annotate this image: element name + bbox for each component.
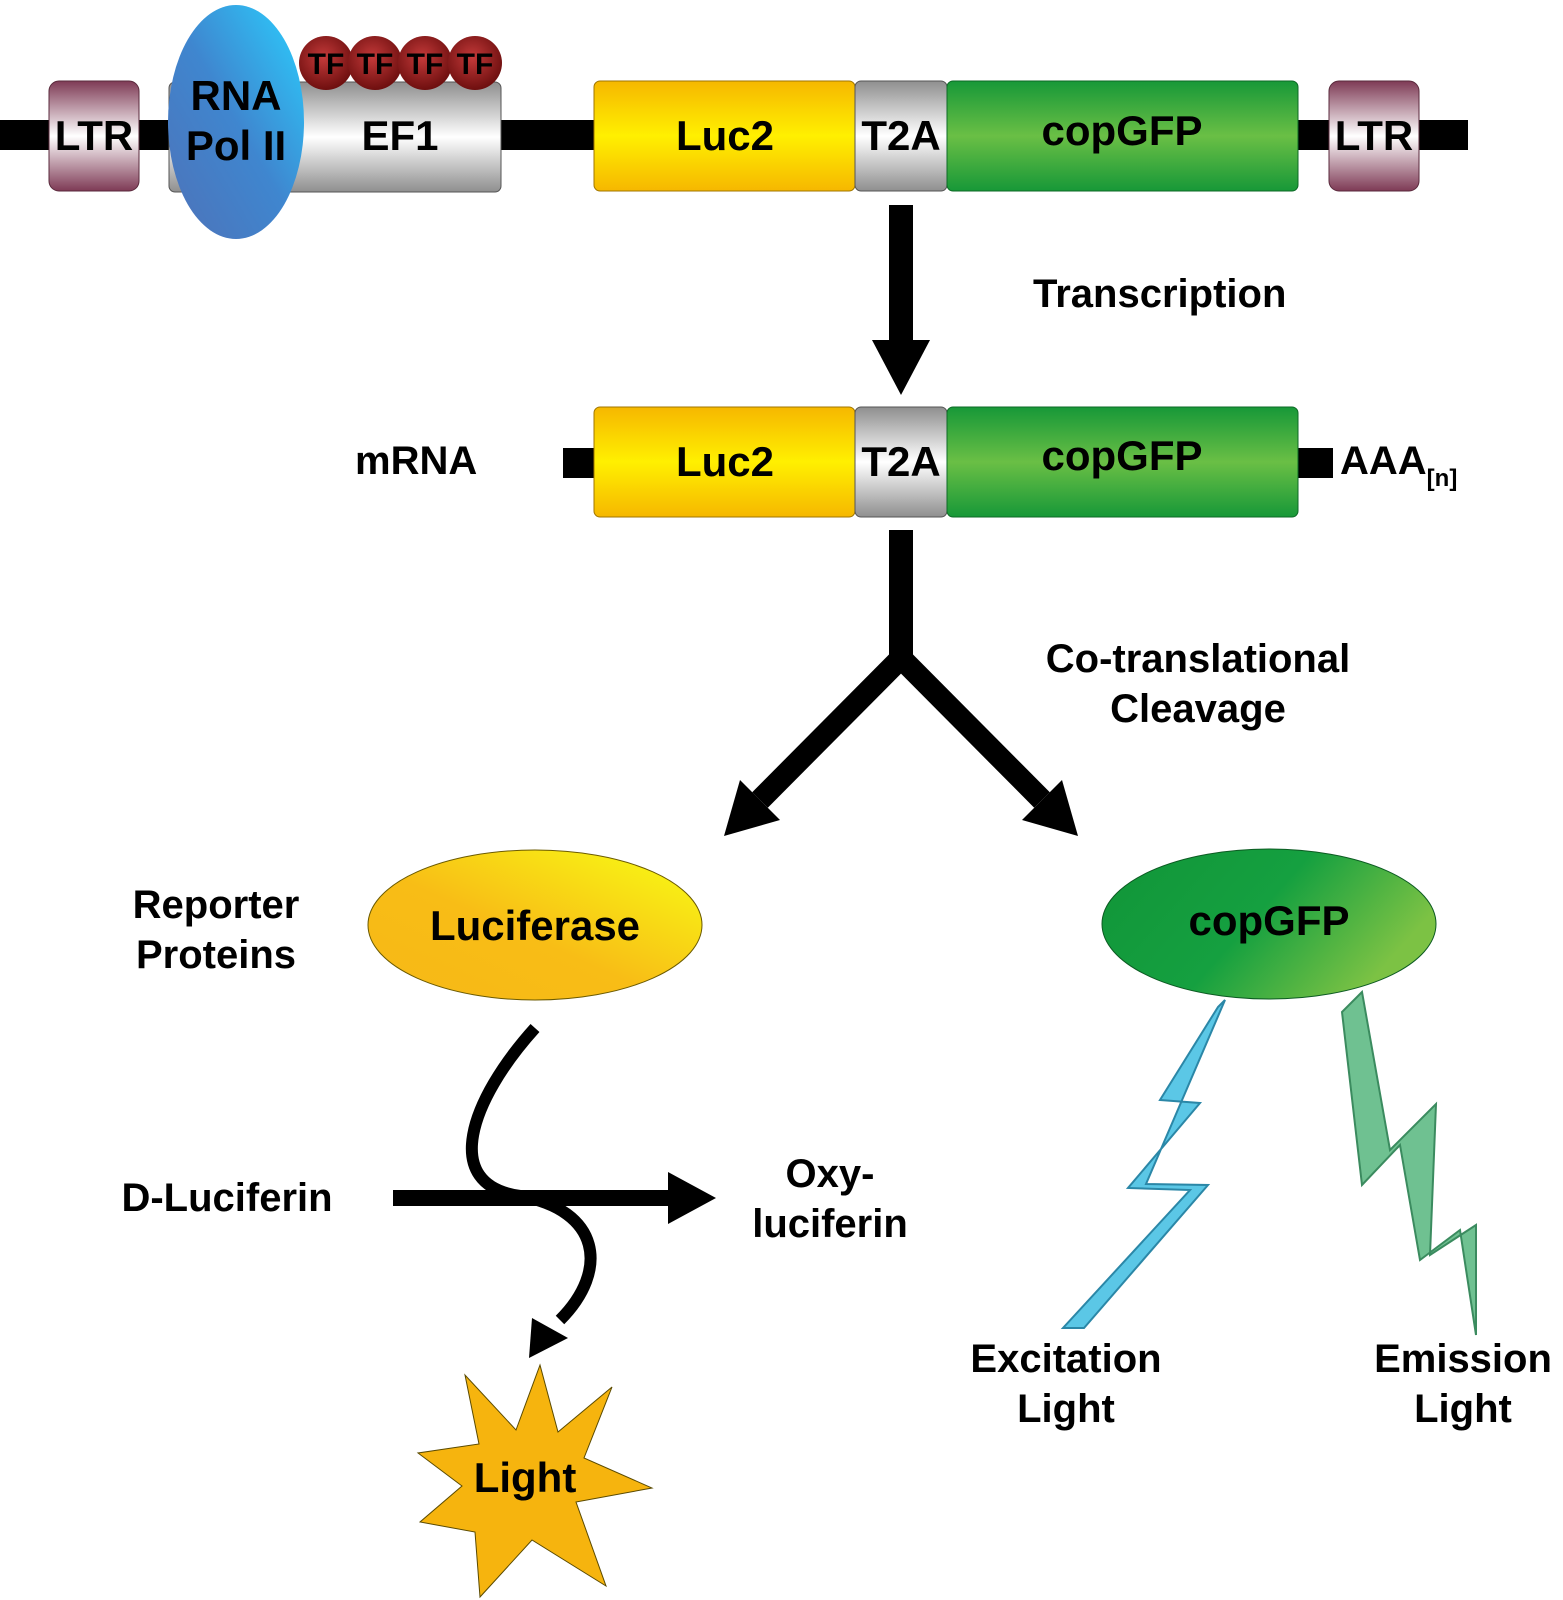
mrna-luc2-label: Luc2 [676, 438, 774, 485]
copgfp-label: copGFP [1041, 107, 1202, 154]
light-label: Light [474, 1454, 577, 1501]
polya-subscript: [n] [1427, 465, 1458, 492]
mrna-luc2: Luc2 [593, 406, 856, 518]
ltr-right-label: LTR [1335, 112, 1414, 159]
transcription-arrow [872, 205, 930, 395]
tf-label-1: TF [308, 48, 345, 81]
luc2-label: Luc2 [676, 112, 774, 159]
luciferase-label: Luciferase [430, 902, 640, 949]
excitation-bolt [1060, 999, 1226, 1329]
product-label-line2: luciferin [752, 1202, 908, 1246]
t2a-label: T2A [861, 112, 940, 159]
cleavage-arrows [724, 530, 1078, 836]
copgfp-protein-label: copGFP [1188, 897, 1349, 944]
gene-copgfp: copGFP [946, 80, 1299, 192]
ltr-left-label: LTR [55, 112, 134, 159]
excitation-label-line2: Light [1017, 1387, 1115, 1431]
gene-luc2: Luc2 [593, 80, 856, 192]
tf-label-3: TF [407, 48, 444, 81]
polya-label: AAA [1340, 439, 1427, 483]
rna-polymerase: RNA Pol II [168, 5, 304, 239]
reaction-arrow [393, 1023, 716, 1358]
mrna-copgfp: copGFP [946, 406, 1299, 518]
rna-pol-label-line2: Pol II [186, 122, 286, 169]
reporter-label-line2: Proteins [136, 933, 296, 977]
emission-label-line2: Light [1414, 1387, 1512, 1431]
cleavage-label-line1: Co-translational [1046, 637, 1350, 681]
promoter-label: EF1 [361, 112, 438, 159]
excitation-label-line1: Excitation [970, 1337, 1161, 1381]
product-label-line1: Oxy- [786, 1152, 875, 1196]
reporter-label-line1: Reporter [133, 883, 300, 927]
ltr-right: LTR [1328, 80, 1420, 192]
cleavage-label-line2: Cleavage [1110, 687, 1286, 731]
gene-t2a: T2A [854, 80, 948, 192]
mrna-copgfp-label: copGFP [1041, 432, 1202, 479]
emission-bolt [1340, 989, 1477, 1336]
copgfp-protein: copGFP [1101, 848, 1437, 1000]
mrna-label: mRNA [355, 439, 477, 483]
luciferase-protein: Luciferase [367, 849, 703, 1001]
tf-label-4: TF [457, 48, 494, 81]
mrna-t2a-label: T2A [861, 438, 940, 485]
ltr-left: LTR [48, 80, 140, 192]
rna-pol-label-line1: RNA [191, 72, 282, 119]
tf-label-2: TF [357, 48, 394, 81]
light-burst: Light [416, 1363, 654, 1599]
mrna-t2a: T2A [854, 406, 948, 518]
substrate-label: D-Luciferin [121, 1176, 332, 1220]
transcription-label: Transcription [1033, 272, 1286, 316]
transcription-factors: TF TF TF TF [299, 36, 502, 90]
polya-tail: AAA[n] [1340, 439, 1457, 492]
emission-label-line1: Emission [1374, 1337, 1552, 1381]
